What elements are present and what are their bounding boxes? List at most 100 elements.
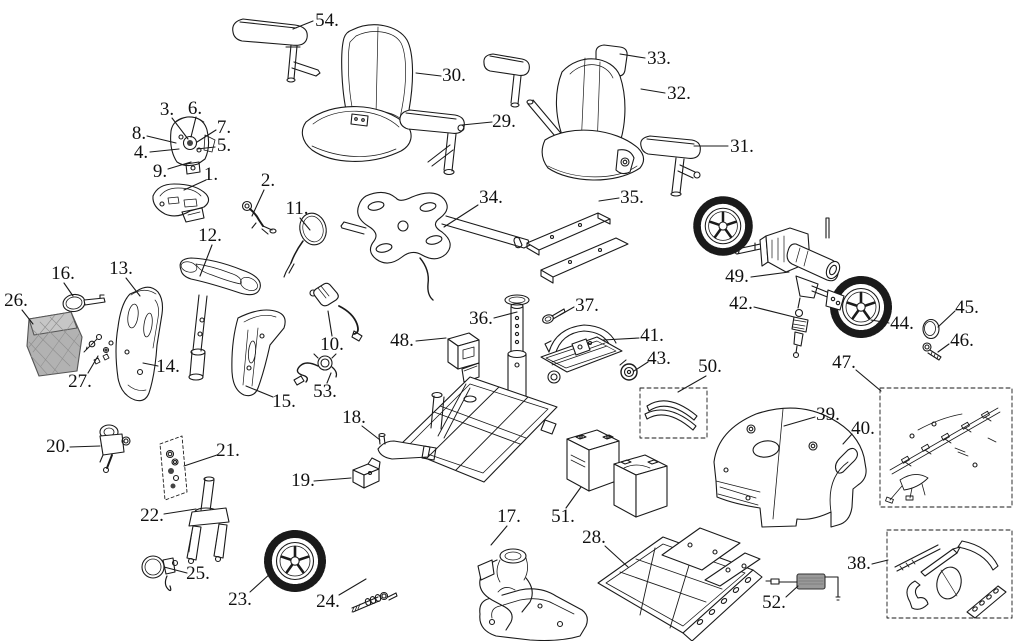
part-cable-10 — [309, 282, 363, 342]
callout-44: 44. — [890, 313, 914, 334]
part-front-wheel-23 — [268, 534, 322, 588]
callout-15: 15. — [272, 391, 296, 412]
part-wiring-53 — [293, 353, 338, 386]
part-charger-52 — [765, 573, 841, 601]
callout-18: 18. — [342, 407, 366, 428]
callout-50: 50. — [698, 356, 722, 377]
callout-54: 54. — [315, 10, 339, 31]
callout-3: 3. — [159, 99, 175, 120]
callout-38: 38. — [847, 553, 871, 574]
callout-20: 20. — [46, 436, 70, 457]
part-hubcap-45 — [922, 318, 940, 340]
part-key-16 — [62, 293, 106, 313]
callout-13: 13. — [109, 258, 133, 279]
part-cowl-front-13-14 — [115, 286, 164, 402]
part-front-housing-17 — [477, 548, 588, 641]
part-screws-27 — [83, 333, 114, 365]
callout-4: 4. — [133, 142, 149, 163]
callout-30: 30. — [442, 65, 466, 86]
callout-31: 31. — [730, 136, 754, 157]
part-switch-20 — [99, 424, 131, 474]
callout-12: 12. — [198, 225, 222, 246]
part-bracket-19 — [352, 457, 381, 489]
part-harness-box-47 — [879, 387, 1013, 508]
part-rear-wheel-a — [697, 200, 749, 252]
part-hardware-21 — [159, 435, 188, 501]
callout-1: 1. — [203, 164, 219, 185]
callout-5: 5. — [216, 135, 232, 156]
part-tiller-12 — [179, 257, 261, 381]
part-mirror-11 — [283, 212, 327, 278]
part-seat-30 — [301, 24, 414, 162]
callout-28: 28. — [582, 527, 606, 548]
part-fork-22 — [186, 476, 230, 565]
callout-21: 21. — [216, 440, 240, 461]
callout-25: 25. — [186, 563, 210, 584]
part-armrest-mid — [483, 53, 530, 108]
callout-40: 40. — [851, 418, 875, 439]
callout-2: 2. — [260, 170, 276, 191]
part-axle-kit-24 — [351, 591, 398, 613]
part-armrest-left-54 — [232, 18, 321, 83]
part-frame-18 — [377, 376, 558, 483]
callout-26: 26. — [4, 290, 28, 311]
callout-46: 46. — [950, 330, 974, 351]
part-armrest-31 — [640, 135, 701, 197]
callout-36: 36. — [469, 308, 493, 329]
callout-17: 17. — [497, 506, 521, 527]
callout-9: 9. — [152, 161, 168, 182]
part-trim-box-38 — [886, 529, 1013, 619]
callout-45: 45. — [955, 297, 979, 318]
callout-42: 42. — [729, 293, 753, 314]
part-skids-50 — [639, 387, 708, 439]
part-basket-26 — [26, 311, 83, 377]
part-seat-sled-41 — [540, 324, 623, 384]
callout-53: 53. — [313, 381, 337, 402]
part-rear-wheel-44 — [834, 280, 888, 334]
part-rear-cover-39-40 — [713, 407, 867, 528]
callout-8: 8. — [131, 123, 147, 144]
part-console-1 — [152, 183, 210, 223]
part-seat-32 — [526, 57, 645, 181]
part-batteries-51 — [566, 429, 668, 518]
callout-35: 35. — [620, 187, 644, 208]
callout-23: 23. — [228, 589, 252, 610]
part-pin-37 — [542, 308, 566, 324]
callout-6: 6. — [187, 98, 203, 119]
callout-47: 47. — [832, 352, 856, 373]
callout-43: 43. — [647, 348, 671, 369]
callout-24: 24. — [316, 591, 340, 612]
callout-48: 48. — [390, 330, 414, 351]
callout-51: 51. — [551, 506, 575, 527]
callout-16: 16. — [51, 263, 75, 284]
part-transaxle-49 — [734, 217, 845, 311]
callout-33: 33. — [647, 48, 671, 69]
part-headlight-25 — [141, 555, 179, 592]
callout-11: 11. — [285, 198, 309, 219]
callout-10: 10. — [320, 334, 344, 355]
part-seat-rails-35 — [513, 212, 629, 284]
callout-22: 22. — [140, 505, 164, 526]
callout-41: 41. — [640, 325, 664, 346]
callout-14: 14. — [156, 356, 180, 377]
callout-7: 7. — [216, 117, 232, 138]
callout-32: 32. — [667, 83, 691, 104]
callout-39: 39. — [816, 404, 840, 425]
part-axle-bolt-46 — [922, 342, 942, 361]
callout-29: 29. — [492, 111, 516, 132]
callout-27: 27. — [68, 371, 92, 392]
part-lever-2 — [241, 200, 277, 235]
callout-49: 49. — [725, 266, 749, 287]
callout-37: 37. — [575, 295, 599, 316]
part-armrest-right-29 — [399, 109, 465, 176]
part-roller-43 — [619, 359, 638, 381]
leader-lines — [21, 20, 956, 598]
part-shock-42 — [791, 308, 809, 359]
callout-19: 19. — [291, 470, 315, 491]
part-seat-mount-34 — [340, 191, 531, 301]
part-cowl-rear-15 — [231, 309, 286, 397]
callout-52: 52. — [762, 592, 786, 613]
callout-34: 34. — [479, 187, 503, 208]
